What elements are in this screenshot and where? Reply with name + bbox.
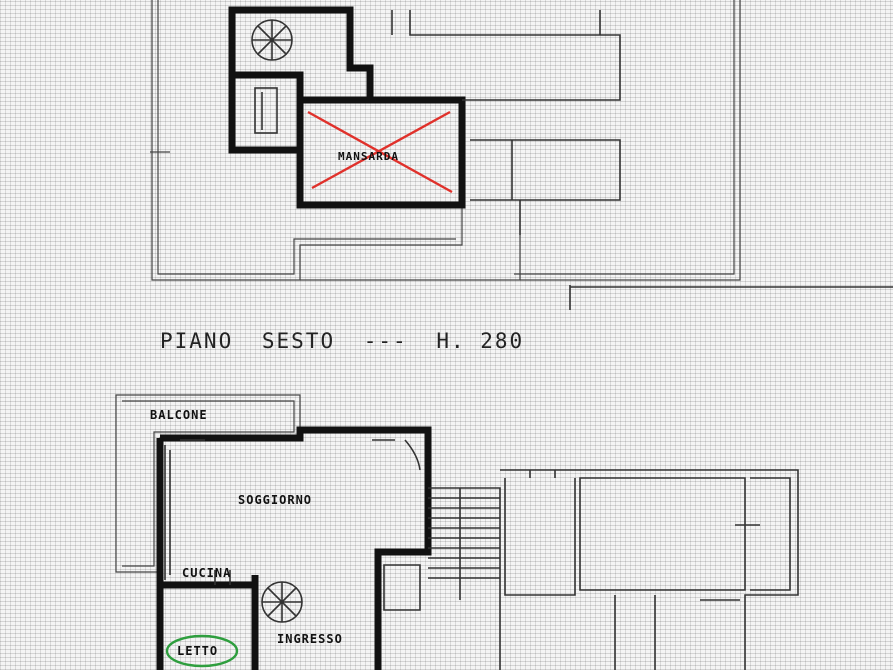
floor-name-text: SESTO — [261, 329, 336, 353]
room-label-letto: LETTO — [177, 644, 219, 658]
room-label-mansarda: MANSARDA — [338, 150, 399, 163]
red-cross-mark — [307, 110, 453, 194]
floor-title-dash: --- — [363, 329, 408, 353]
room-label-cucina: CUCINA — [182, 566, 232, 580]
room-label-soggiorno: SOGGIORNO — [238, 493, 313, 507]
floor-title: PIANO SESTO --- H. 280 — [160, 329, 538, 353]
floor-height-text: H. 280 — [436, 329, 525, 353]
upper-floor-plan — [150, 0, 741, 281]
room-label-balcone: BALCONE — [150, 408, 208, 422]
room-label-ingresso: INGRESSO — [277, 632, 343, 646]
floor-level-text: PIANO — [160, 329, 234, 353]
green-circle-mark — [165, 634, 239, 668]
sixth-floor-plan — [115, 394, 799, 670]
